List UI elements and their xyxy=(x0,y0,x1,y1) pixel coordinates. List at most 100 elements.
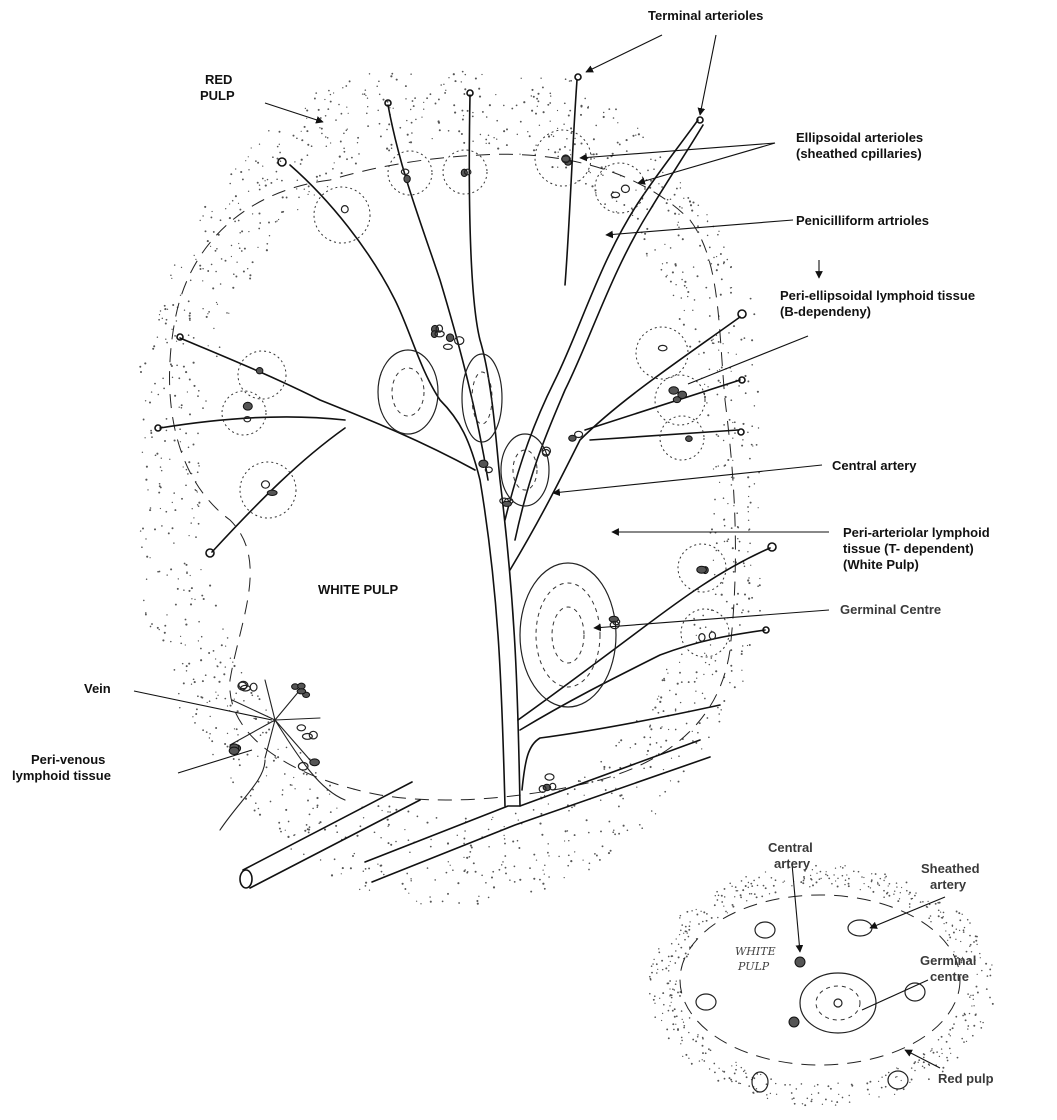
stipple-dot xyxy=(950,1035,951,1036)
stipple-dot xyxy=(390,844,392,846)
leader-red-pulp xyxy=(265,103,323,122)
stipple-dot xyxy=(354,853,355,854)
stipple-dot xyxy=(721,594,723,596)
stipple-dot xyxy=(478,88,480,90)
stipple-dot xyxy=(942,1067,944,1069)
stipple-dot xyxy=(842,867,844,869)
stipple-dot xyxy=(220,283,222,285)
stipple-dot xyxy=(365,885,367,887)
stipple-dot xyxy=(296,188,297,189)
stipple-dot xyxy=(475,77,477,79)
ellipsoid-ring xyxy=(595,163,645,213)
stipple-dot xyxy=(160,508,161,509)
stipple-dot xyxy=(161,525,163,527)
stipple-dot xyxy=(195,259,196,260)
stipple-dot xyxy=(152,348,154,350)
stipple-dot xyxy=(198,621,200,623)
stipple-dot xyxy=(759,578,760,579)
stipple-dot xyxy=(523,101,525,103)
stipple-dot xyxy=(192,716,193,717)
stipple-dot xyxy=(217,304,218,305)
stipple-dot xyxy=(362,93,363,94)
stipple-dot xyxy=(302,139,304,141)
stipple-dot xyxy=(602,174,604,176)
stipple-dot xyxy=(729,682,731,684)
stipple-dot xyxy=(816,873,817,874)
right-main-branch-2 xyxy=(515,125,703,540)
stipple-dot xyxy=(277,749,278,750)
stipple-dot xyxy=(472,115,474,117)
stipple-dot xyxy=(177,588,179,590)
stipple-dot xyxy=(707,717,709,719)
stipple-dot xyxy=(317,806,319,808)
branch-tip-right-1 xyxy=(738,310,746,318)
stipple-dot xyxy=(212,287,214,289)
stipple-dot xyxy=(208,652,210,654)
stipple-dot xyxy=(357,142,358,143)
stipple-dot xyxy=(641,827,643,829)
stipple-dot xyxy=(567,793,569,795)
stipple-dot xyxy=(157,394,159,396)
inset-label-central-line1: Central xyxy=(768,840,813,855)
stipple-dot xyxy=(915,892,916,893)
stipple-dot xyxy=(259,814,261,816)
stipple-dot xyxy=(619,143,621,145)
stipple-dot xyxy=(605,789,607,791)
stipple-dot xyxy=(678,214,679,215)
stipple-dot xyxy=(566,138,568,140)
stipple-dot xyxy=(715,670,717,672)
stipple-dot xyxy=(570,132,572,134)
stipple-dot xyxy=(463,838,465,840)
stipple-dot xyxy=(143,600,145,602)
stipple-dot xyxy=(703,352,705,354)
stipple-dot xyxy=(719,369,720,370)
sheath-cell xyxy=(444,344,453,349)
stipple-dot xyxy=(751,425,753,427)
stipple-dot xyxy=(924,1067,926,1069)
stipple-dot xyxy=(239,232,241,234)
stipple-dot xyxy=(277,146,279,148)
stipple-dot xyxy=(848,1095,849,1096)
stipple-dot xyxy=(207,313,208,314)
stipple-dot xyxy=(725,911,727,913)
stipple-dot xyxy=(758,427,759,428)
stipple-dot xyxy=(620,739,622,741)
stipple-dot xyxy=(716,269,718,271)
stipple-dot xyxy=(339,156,341,158)
stipple-dot xyxy=(183,466,184,467)
stipple-dot xyxy=(896,1067,897,1068)
stipple-dot xyxy=(221,258,223,260)
stipple-dot xyxy=(713,342,715,344)
stipple-dot xyxy=(723,1071,725,1073)
stipple-dot xyxy=(635,134,636,135)
stipple-dot xyxy=(185,644,186,645)
stipple-dot xyxy=(752,1092,754,1094)
stipple-dot xyxy=(304,830,306,832)
germinal-centre-2-inner xyxy=(472,372,492,424)
stipple-dot xyxy=(956,928,957,929)
stipple-dot xyxy=(923,1057,925,1059)
stipple-dot xyxy=(696,671,698,673)
stipple-dot xyxy=(694,624,696,626)
stipple-dot xyxy=(950,1053,951,1054)
stipple-dot xyxy=(949,1048,951,1050)
stipple-dot xyxy=(618,833,620,835)
stipple-dot xyxy=(374,831,376,833)
stipple-dot xyxy=(521,78,522,79)
stipple-dot xyxy=(888,885,889,886)
stipple-dot xyxy=(319,175,321,177)
stipple-dot xyxy=(897,1068,899,1070)
stipple-dot xyxy=(639,824,641,826)
stipple-dot xyxy=(947,1060,949,1062)
stipple-dot xyxy=(716,256,717,257)
stipple-dot xyxy=(233,665,235,667)
stipple-dot xyxy=(949,1029,951,1031)
stipple-dot xyxy=(683,1022,684,1023)
right-branch-lower-2 xyxy=(585,380,740,430)
stipple-dot xyxy=(409,851,411,853)
stipple-dot xyxy=(846,874,847,875)
stipple-dot xyxy=(914,895,916,897)
stipple-dot xyxy=(677,683,679,685)
stipple-dot xyxy=(473,862,475,864)
stipple-dot xyxy=(259,184,260,185)
